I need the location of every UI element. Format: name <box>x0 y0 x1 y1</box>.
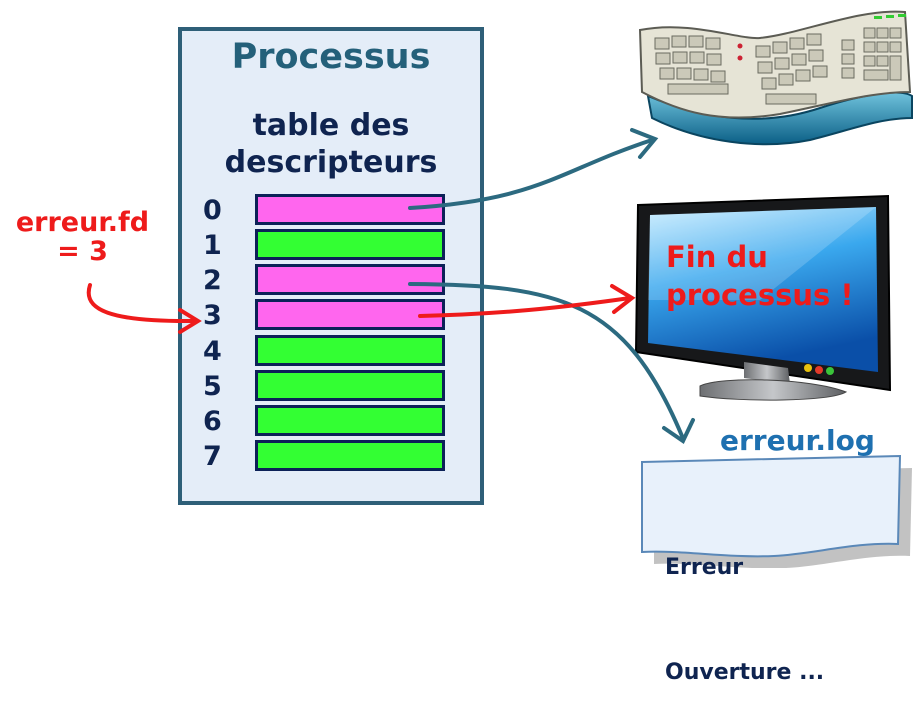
fd-slot-5 <box>255 370 445 401</box>
table-title-line1: table des <box>252 108 410 143</box>
log-content-line2: Ouverture ... <box>665 660 825 685</box>
fd-slot-3 <box>255 299 445 330</box>
screen-message-line1: Fin du <box>666 240 768 274</box>
fd-pointer-arrow <box>86 283 202 334</box>
keyboard-icon <box>638 10 913 146</box>
fd-slot-2 <box>255 264 445 295</box>
fd-number-1: 1 <box>203 230 222 261</box>
table-title-line2: descripteurs <box>224 145 438 180</box>
fd-number-0: 0 <box>203 195 222 226</box>
fd-slot-1 <box>255 229 445 260</box>
log-file-name: erreur.log <box>720 424 875 457</box>
fd-pointer-line2: = 3 <box>57 236 108 267</box>
process-title: Processus <box>231 37 431 77</box>
screen-message-line2: processus ! <box>666 278 854 312</box>
fd-number-6: 6 <box>203 406 222 437</box>
fd-pointer-label: erreur.fd = 3 <box>0 208 165 266</box>
fd-slot-7 <box>255 440 445 471</box>
diagram-graphics <box>86 10 913 568</box>
fd-number-5: 5 <box>203 371 222 402</box>
fd-pointer-line1: erreur.fd <box>15 207 150 238</box>
fd-number-4: 4 <box>203 336 222 367</box>
descriptor-table-title: table des descripteurs <box>182 107 480 181</box>
log-file-content: Erreur Ouverture ... <box>665 480 824 725</box>
fd-slot-4 <box>255 335 445 366</box>
fd-number-7: 7 <box>203 441 222 472</box>
fd-number-3: 3 <box>203 300 222 331</box>
fd-number-2: 2 <box>203 265 222 296</box>
monitor-icon <box>634 194 892 401</box>
screen-message: Fin du processus ! <box>666 238 881 314</box>
fd0-arrow <box>408 128 659 210</box>
fd2-arrow <box>408 282 695 444</box>
fd-slot-6 <box>255 405 445 436</box>
document-icon <box>641 454 912 568</box>
fd3-arrow <box>418 284 636 318</box>
